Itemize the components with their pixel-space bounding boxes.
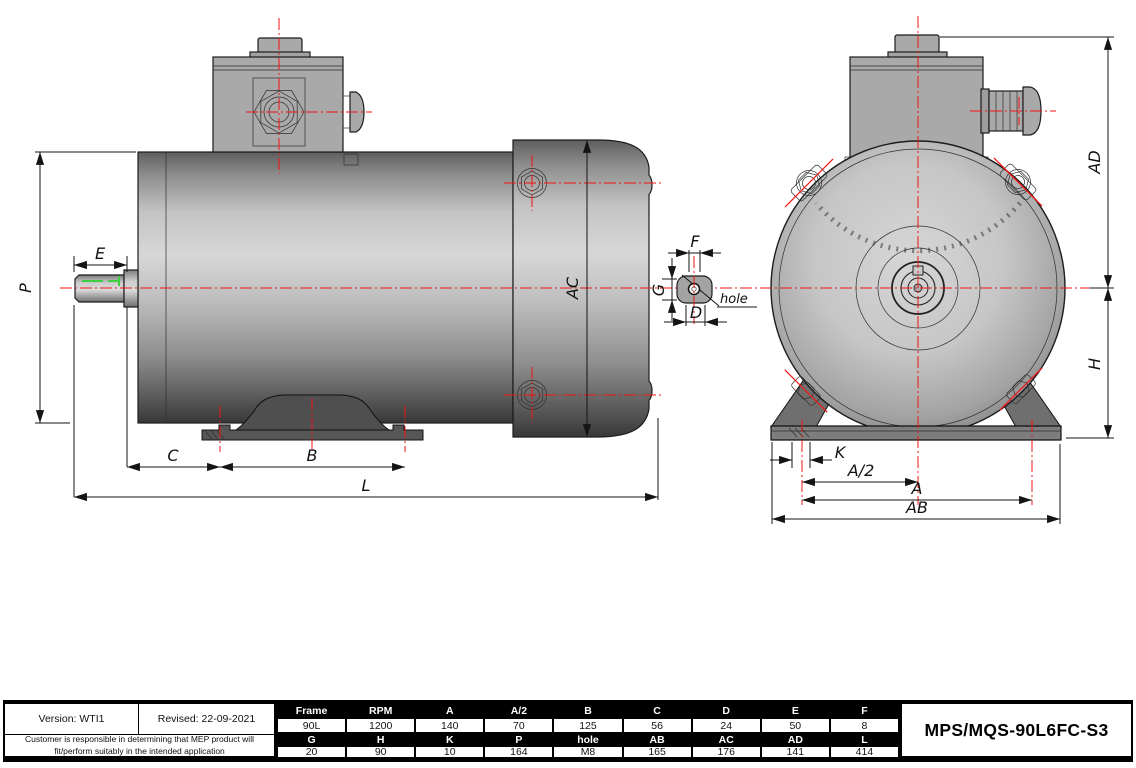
- dim-label-c: C: [167, 446, 179, 465]
- dim-label-ac: AC: [563, 276, 582, 300]
- spec-header-f: F: [829, 703, 899, 718]
- spec-value-p: 164: [484, 746, 554, 758]
- dim-label-a-half: A/2: [847, 461, 875, 480]
- version-row: Version: WTI1 Revised: 22-09-2021: [5, 704, 274, 734]
- spec-value-ac: 176: [691, 746, 761, 758]
- spec-table: Frame RPM A A/2 B C D E F 90L 1200 140 7…: [276, 702, 900, 758]
- disclaimer-line1: Customer is responsible in determining t…: [25, 734, 254, 745]
- table-top-border: [3, 700, 1133, 703]
- version-cell: Version: WTI1: [5, 704, 139, 734]
- base-plate-side: [201, 424, 424, 441]
- spec-header-g: G: [277, 733, 347, 746]
- spec-value-rpm: 1200: [346, 718, 416, 733]
- spec-header-k: K: [415, 733, 485, 746]
- spec-value-ad: 141: [760, 746, 830, 758]
- spec-header-frame: Frame: [277, 703, 347, 718]
- spec-header-p: P: [484, 733, 554, 746]
- spec-value-e: 50: [760, 718, 830, 733]
- mounting-foot-side: [234, 394, 391, 431]
- spec-value-b: 125: [553, 718, 623, 733]
- spec-value-a: 140: [415, 718, 485, 733]
- spec-header-a-half: A/2: [484, 703, 554, 718]
- lug-bolt-bottom-left: [784, 369, 828, 413]
- spec-header-ac: AC: [691, 733, 761, 746]
- dim-label-ab: AB: [905, 498, 928, 517]
- spec-value-h: 90: [346, 746, 416, 758]
- side-view: [60, 18, 763, 452]
- lug-bolt-top-right: [993, 157, 1043, 207]
- spec-value-f: 8: [829, 718, 899, 733]
- disclaimer-line2: fit/perform suitably in the intended app…: [54, 745, 225, 756]
- spec-header-d: D: [691, 703, 761, 718]
- lug-bolt-top-left: [784, 158, 834, 208]
- front-view: [760, 16, 1092, 505]
- dim-label-d: D: [690, 303, 702, 322]
- spec-header-b: B: [553, 703, 623, 718]
- dim-label-f: F: [690, 232, 700, 251]
- spec-header-hole: hole: [553, 733, 623, 746]
- front-view-dimensions: AD H K A/2 A AB: [770, 36, 1114, 524]
- terminal-box-cap-side: [257, 37, 303, 54]
- engineering-drawing: E P C B L AC F G D hole: [16, 16, 1114, 524]
- dim-label-b: B: [307, 446, 318, 465]
- hole-label: hole: [720, 292, 748, 307]
- part-number: MPS/MQS-90L6FC-S3: [900, 702, 1133, 758]
- spec-header-e: E: [760, 703, 830, 718]
- dim-label-ad: AD: [1085, 150, 1104, 174]
- dim-label-e: E: [95, 244, 106, 263]
- spec-value-hole: M8: [553, 746, 623, 758]
- spec-value-l: 414: [829, 746, 899, 758]
- revised-cell: Revised: 22-09-2021: [157, 713, 256, 725]
- shaft-section-detail: F G D hole: [649, 232, 757, 327]
- terminal-box-side: [212, 56, 344, 153]
- title-block-left: Version: WTI1 Revised: 22-09-2021 Custom…: [3, 702, 276, 758]
- dim-label-p: P: [16, 283, 35, 293]
- dim-label-g: G: [649, 284, 668, 296]
- spec-header-a: A: [415, 703, 485, 718]
- spec-value-d: 24: [691, 718, 761, 733]
- spec-value-k: 10: [415, 746, 485, 758]
- spec-header-h: H: [346, 733, 416, 746]
- dim-label-a: A: [911, 479, 923, 498]
- spec-value-c: 56: [622, 718, 692, 733]
- dim-label-k: K: [835, 443, 847, 462]
- spec-header-rpm: RPM: [346, 703, 416, 718]
- spec-value-g: 20: [277, 746, 347, 758]
- lug-bolt-bottom-right: [999, 367, 1043, 411]
- disclaimer: Customer is responsible in determining t…: [5, 734, 274, 756]
- base-plate-front: [770, 425, 1062, 441]
- spec-header-ad: AD: [760, 733, 830, 746]
- table-bottom-border: [3, 758, 1133, 762]
- spec-value-ab: 165: [622, 746, 692, 758]
- spec-value-frame: 90L: [277, 718, 347, 733]
- terminal-box-cap-front: [894, 34, 940, 54]
- side-view-dimensions: E P C B L AC: [16, 140, 659, 502]
- spec-header-c: C: [622, 703, 692, 718]
- fan-cover-seam: [814, 201, 1022, 254]
- spec-header-l: L: [829, 733, 899, 746]
- dim-label-h: H: [1085, 358, 1104, 370]
- dim-label-l: L: [362, 476, 371, 495]
- spec-header-ab: AB: [622, 733, 692, 746]
- spec-value-a-half: 70: [484, 718, 554, 733]
